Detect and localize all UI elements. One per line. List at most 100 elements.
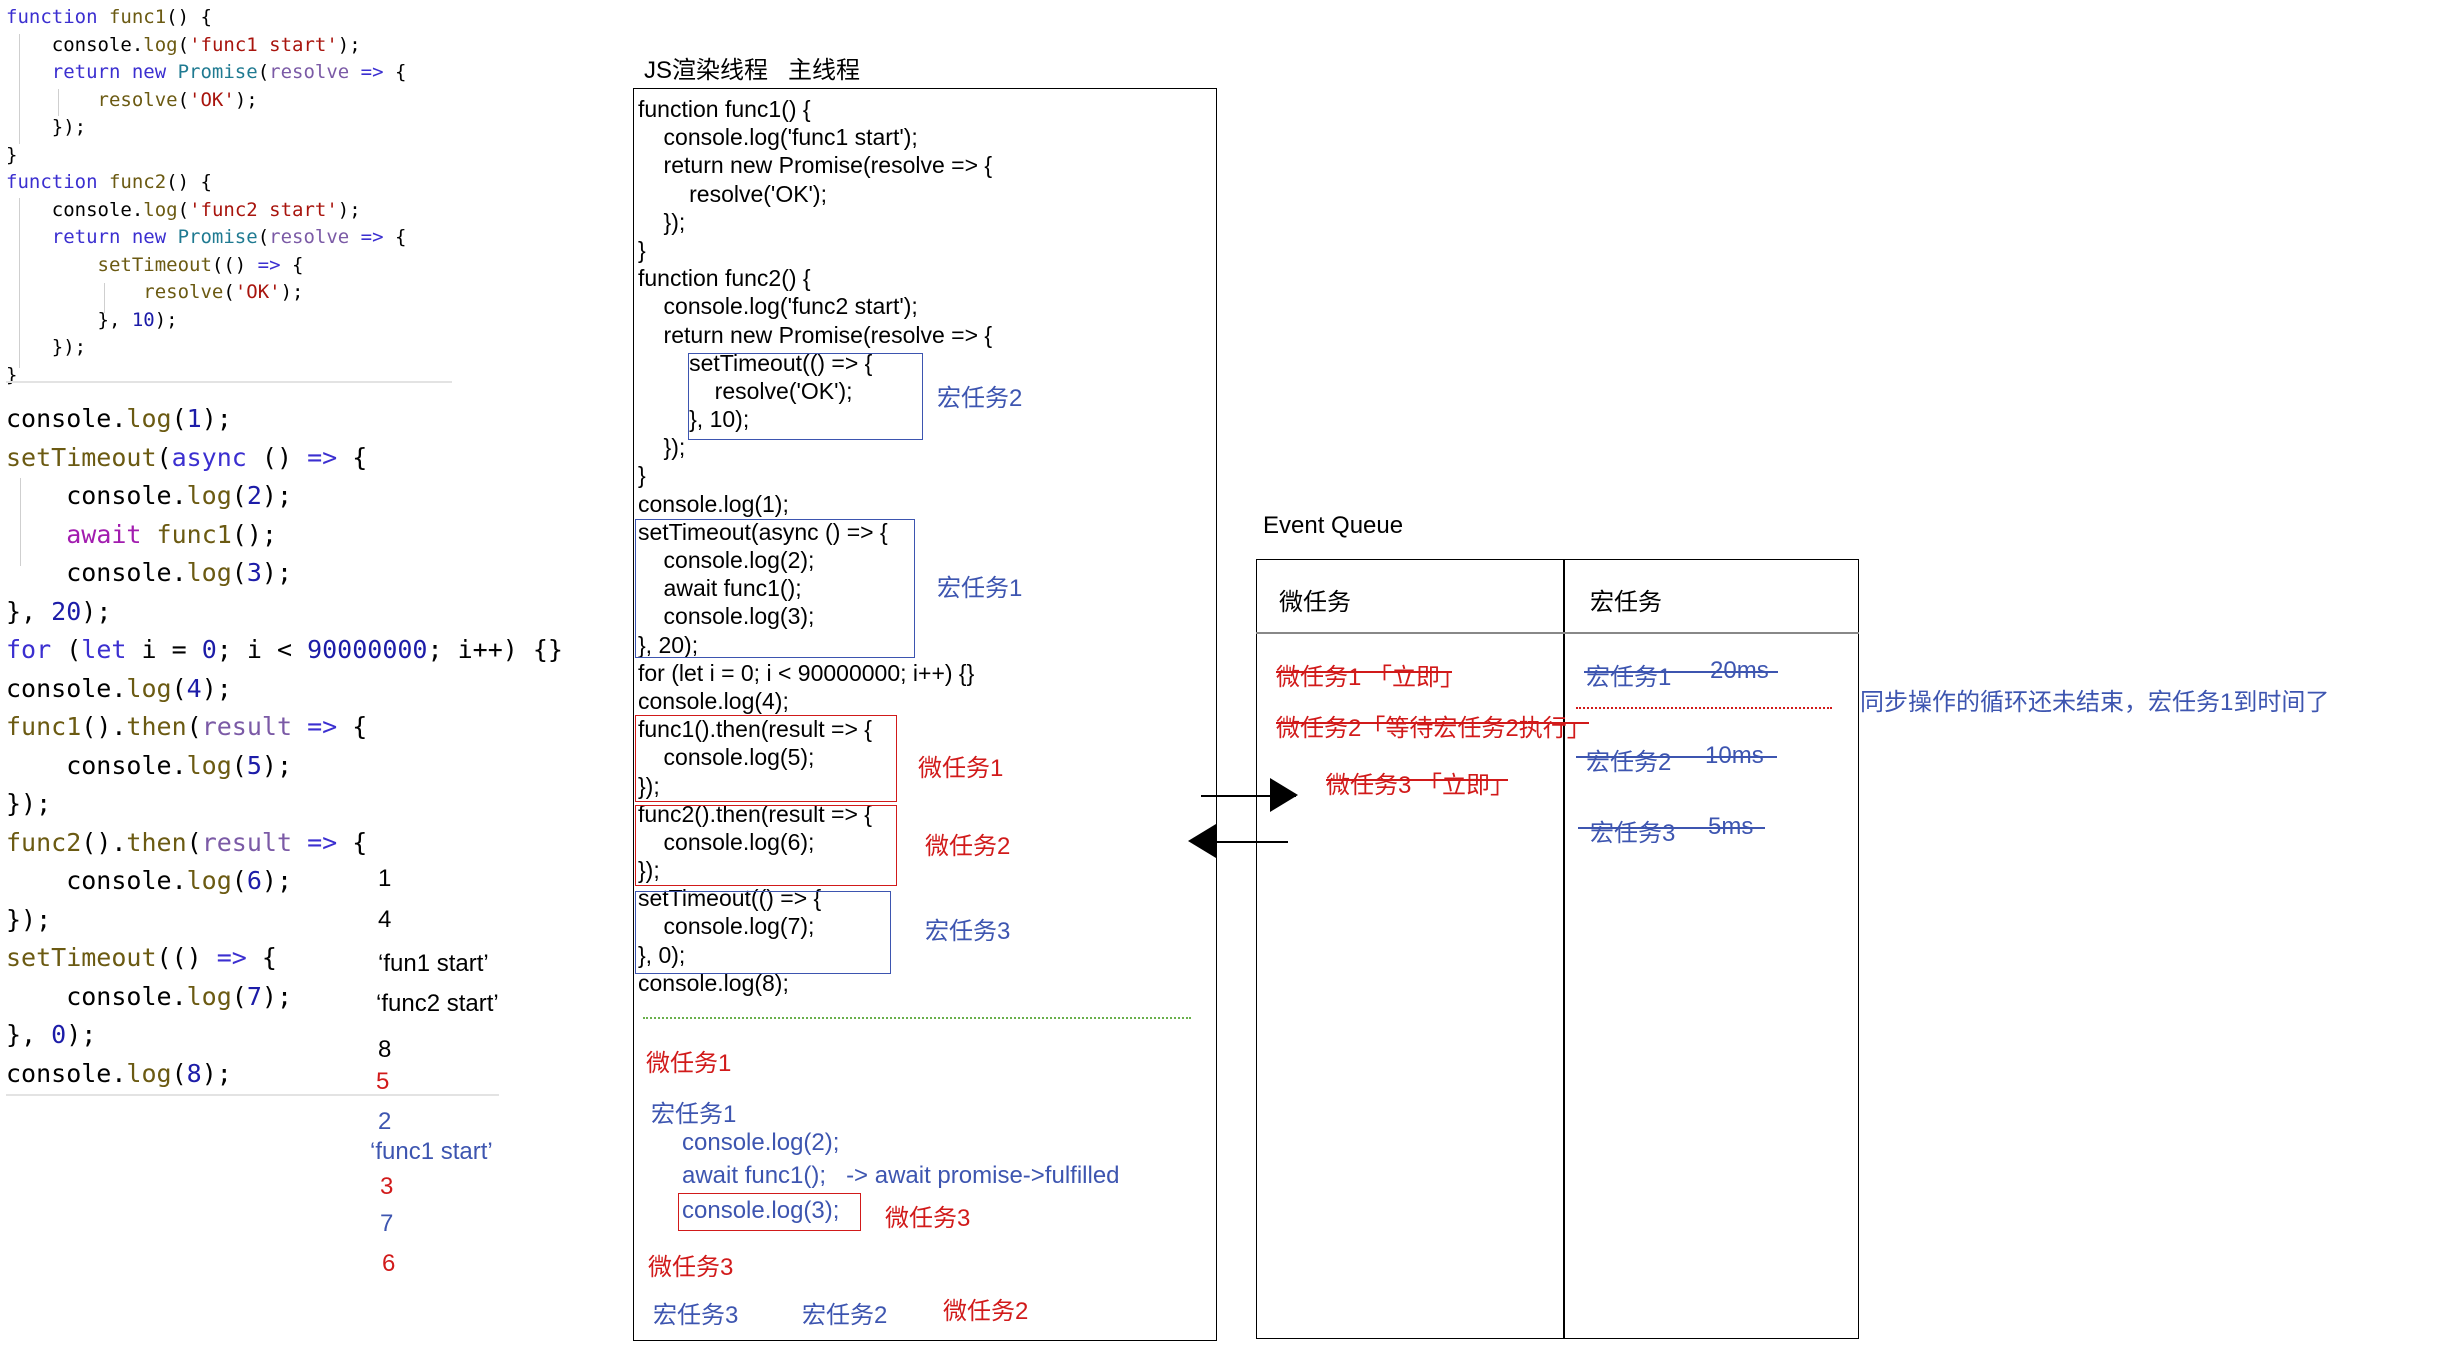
code-token: 0 [51, 1020, 67, 1049]
code-token: }); [6, 336, 87, 358]
code-token [292, 712, 307, 741]
code-token: 'func1 start' [189, 33, 338, 56]
code-token: console. [6, 1058, 127, 1088]
code-token: 3 [246, 558, 262, 587]
code-token: ( [231, 866, 247, 895]
code-token: ( [257, 61, 270, 83]
code-token: await [66, 519, 142, 549]
exec-macro-2: 宏任务2 [802, 1302, 888, 1329]
main-code-line: await func1(); [638, 575, 802, 602]
code-token: }); [6, 789, 52, 818]
micro-task-1-box [635, 715, 897, 802]
code-token: Promise [177, 226, 258, 248]
code-token: console. [6, 198, 144, 221]
code-line: }, 20); [6, 593, 563, 632]
code-token: { [337, 712, 368, 741]
code-line: console.log(4); [6, 670, 563, 709]
code-line: setTimeout(() => { [6, 939, 563, 978]
code-token: ( [177, 33, 190, 56]
code-token: console. [6, 558, 187, 587]
code-token: ; i++) {} [427, 635, 563, 664]
sync-end-divider [643, 1017, 1191, 1019]
output-line: 2 [378, 1108, 392, 1135]
code-line: setTimeout(async () => { [6, 439, 563, 478]
queue-macro-1-delay: 20ms [1710, 657, 1769, 684]
code-token: 5 [246, 750, 262, 780]
main-code-line: console.log(4); [638, 687, 789, 714]
code-token [349, 61, 360, 83]
code-token: }); [6, 116, 87, 138]
code-token: log [126, 404, 172, 433]
code-token: ( [186, 712, 202, 741]
macro-task-header: 宏任务 [1590, 589, 1662, 616]
code-token: ( [223, 281, 235, 303]
code-token: () [246, 442, 308, 472]
code-line: console.log(1); [6, 400, 563, 439]
macro-task-3-label: 宏任务3 [925, 918, 1011, 945]
code-token: ); [201, 1058, 232, 1088]
main-code-line: console.log(1); [638, 490, 789, 517]
code-token [141, 520, 156, 549]
code-token: ( [231, 481, 247, 510]
code-token [6, 61, 52, 83]
code-token: ( [231, 750, 247, 780]
code-line: }); [6, 114, 406, 142]
code-token: func1 [6, 712, 82, 741]
code-token: ( [156, 442, 172, 472]
code-token: ( [177, 198, 190, 221]
code-line: return new Promise(resolve => { [6, 224, 407, 252]
code-token: 'func2 start' [189, 198, 338, 221]
code-token: 2 [246, 481, 262, 510]
code-token: ( [171, 404, 187, 433]
output-line: 6 [382, 1250, 396, 1277]
code-token: console. [6, 404, 127, 433]
code-token: => [216, 943, 247, 972]
main-code-line: }); [638, 857, 660, 884]
code-line: resolve('OK'); [6, 279, 406, 307]
code-token: ); [337, 33, 361, 56]
code-token: => [307, 712, 338, 741]
code-line: console.log(7); [6, 978, 563, 1017]
main-code-line: func1().then(result => { [638, 716, 872, 743]
code-token: () { [166, 171, 212, 193]
code-token: function [6, 171, 109, 193]
code-line: function func1() { [6, 4, 406, 32]
code-line: console.log('func1 start'); [6, 32, 406, 60]
code-token: ( [257, 226, 270, 248]
output-line: ‘func2 start’ [376, 990, 499, 1017]
code-line: await func1(); [6, 516, 563, 555]
exec-macro-1: 宏任务1 [651, 1101, 737, 1128]
code-line: console.log(6); [6, 862, 563, 901]
output-line: 5 [376, 1068, 390, 1095]
macro-task-3-box [635, 891, 891, 974]
code-token: ); [261, 866, 293, 895]
code-token: 8 [186, 1058, 202, 1088]
code-token: => [360, 61, 384, 83]
code-line: func2().then(result => { [6, 824, 563, 863]
queue-micro-item-3: 微任务3 「立即」 [1326, 772, 1515, 799]
macro-task-2-box [688, 353, 923, 440]
code-token: resolve [269, 226, 350, 248]
strike-line [1276, 671, 1452, 673]
main-code-line: }, 0); [638, 941, 686, 968]
code-token: 'OK' [234, 281, 281, 303]
exec-log-2: console.log(2); [682, 1129, 840, 1156]
code-line: }); [6, 785, 563, 824]
code-token: log [126, 1058, 172, 1088]
indent-guide [20, 478, 21, 566]
arrow-left-icon [1188, 824, 1216, 858]
code-token: return new [51, 226, 178, 248]
micro-task-2-label: 微任务2 [925, 833, 1011, 860]
code-token [6, 281, 143, 303]
main-code-line: console.log(5); [638, 744, 815, 771]
code-token: then [126, 712, 187, 741]
main-code-line: setTimeout(async () => { [638, 518, 888, 545]
event-queue-box [1256, 559, 1859, 1339]
code-token: (); [231, 519, 277, 549]
code-token [6, 520, 66, 549]
code-token: ( [186, 827, 202, 857]
code-token: { [337, 827, 368, 857]
code-token: log [143, 198, 178, 221]
code-token: log [186, 866, 232, 895]
code-line: console.log('func2 start'); [6, 197, 406, 225]
